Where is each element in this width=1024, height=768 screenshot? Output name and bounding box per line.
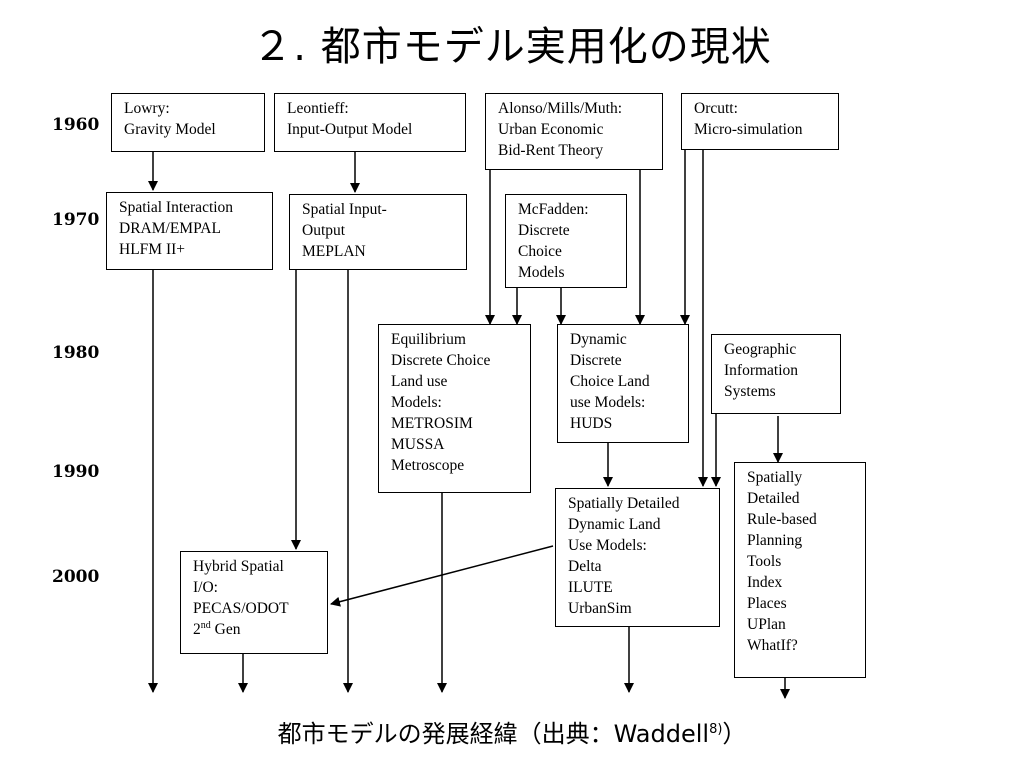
year-label-2000: 2000 xyxy=(52,567,100,587)
box-equilibrium-discrete-choice: Equilibrium Discrete Choice Land use Mod… xyxy=(378,324,531,493)
box-geographic-information-systems: Geographic Information Systems xyxy=(711,334,841,414)
page-title: ２. 都市モデル実用化の現状 xyxy=(252,24,772,70)
box-alonso-mills-muth: Alonso/Mills/Muth: Urban Economic Bid-Re… xyxy=(485,93,663,170)
box-spatial-interaction: Spatial Interaction DRAM/EMPAL HLFM II+ xyxy=(106,192,273,270)
year-label-1990: 1990 xyxy=(52,462,100,482)
hybrid-generation-line: 2nd Gen xyxy=(193,619,241,638)
box-spatial-input-output: Spatial Input- Output MEPLAN xyxy=(289,194,467,270)
box-dynamic-discrete-choice: Dynamic Discrete Choice Land use Models:… xyxy=(557,324,689,443)
year-label-1970: 1970 xyxy=(52,210,100,230)
box-hybrid-spatial-io: Hybrid Spatial I/O: PECAS/ODOT 2nd Gen xyxy=(180,551,328,654)
year-label-1960: 1960 xyxy=(52,115,100,135)
box-rule-based-planning-tools: Spatially Detailed Rule-based Planning T… xyxy=(734,462,866,678)
box-orcutt: Orcutt: Micro-simulation xyxy=(681,93,839,150)
figure-caption: 都市モデルの発展経緯（出典：Waddell8)） xyxy=(277,720,747,748)
box-mcfadden: McFadden: Discrete Choice Models xyxy=(505,194,627,288)
box-spatially-detailed-dynamic: Spatially Detailed Dynamic Land Use Mode… xyxy=(555,488,720,627)
box-leontieff: Leontieff: Input-Output Model xyxy=(274,93,466,152)
year-label-1980: 1980 xyxy=(52,343,100,363)
box-lowry: Lowry: Gravity Model xyxy=(111,93,265,152)
